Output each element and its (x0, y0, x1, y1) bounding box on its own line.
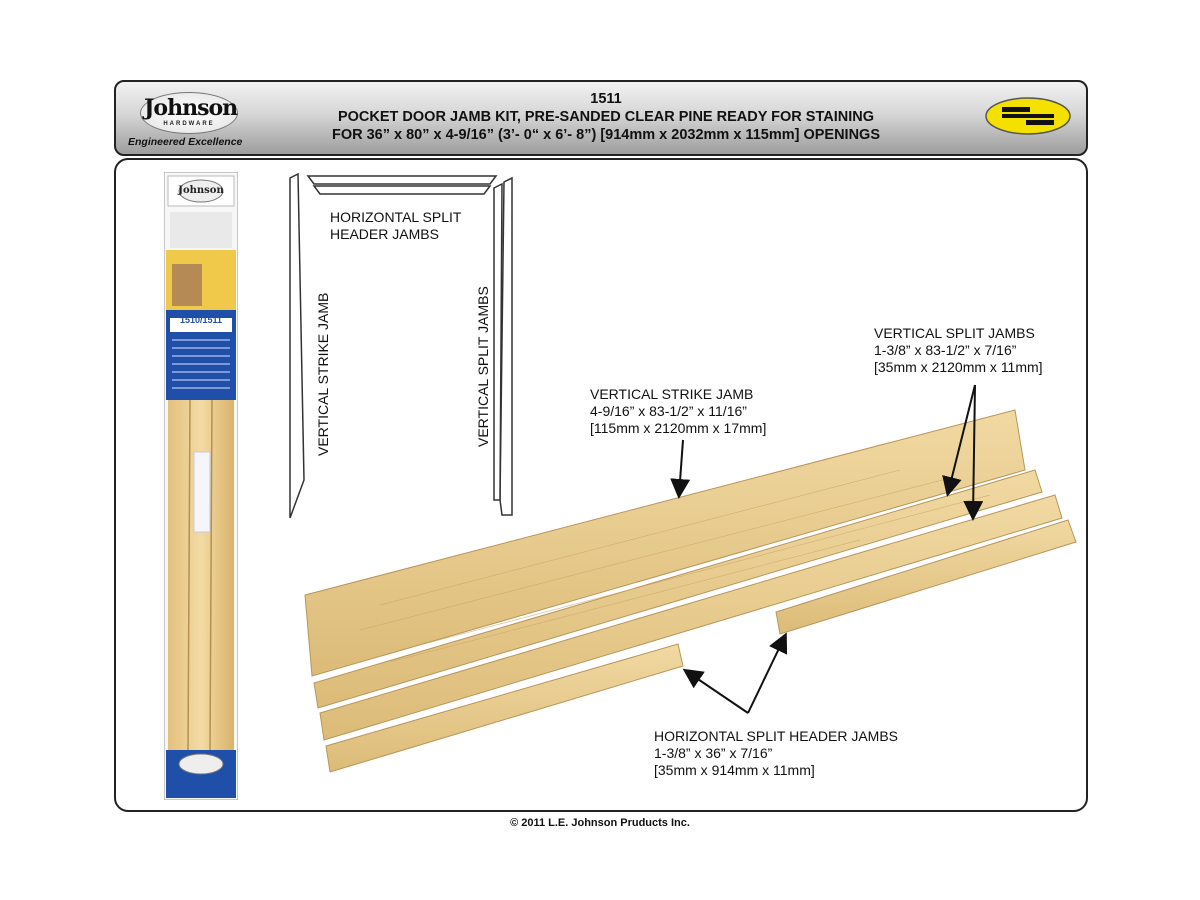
callout-split-name: VERTICAL SPLIT JAMBS (874, 325, 1035, 341)
diagram-header-label-line1: HORIZONTAL SPLIT (330, 209, 462, 225)
package-brand-label: Johnson (178, 185, 224, 196)
header-bar: Johnson HARDWARE Engineered Excellence 1… (114, 80, 1088, 156)
callout-split-jambs: VERTICAL SPLIT JAMBS 1-3/8” x 83-1/2” x … (874, 325, 1043, 376)
logo-subtext: HARDWARE (163, 121, 215, 127)
product-package-image (164, 172, 238, 800)
model-number: 1511 (590, 91, 622, 107)
product-title: POCKET DOOR JAMB KIT, PRE-SANDED CLEAR P… (337, 109, 874, 125)
diagram-header-label-line2: HEADER JAMBS (330, 226, 439, 242)
callout-strike-name: VERTICAL STRIKE JAMB (590, 386, 754, 402)
callout-split-size-in: 1-3/8” x 83-1/2” x 7/16” (874, 342, 1017, 358)
callout-split-size-mm: [35mm x 2120mm x 11mm] (874, 359, 1043, 375)
callout-strike-jamb: VERTICAL STRIKE JAMB 4-9/16” x 83-1/2” x… (590, 386, 766, 437)
title-block: 1511 POCKET DOOR JAMB KIT, PRE-SANDED CL… (276, 90, 936, 144)
callout-header-size-in: 1-3/8” x 36” x 7/16” (654, 745, 773, 761)
product-subtitle: FOR 36” x 80” x 4-9/16” (3’- 0“ x 6’- 8”… (331, 127, 881, 143)
johnson-logo: Johnson HARDWARE Engineered Excellence (126, 88, 248, 150)
callout-strike-size-mm: [115mm x 2120mm x 17mm] (590, 420, 767, 436)
jamb-frame-diagram (289, 172, 513, 519)
callout-header-size-mm: [35mm x 914mm x 11mm] (654, 762, 815, 778)
package-model-label: 1510/1511 (179, 315, 223, 325)
callout-header-name: HORIZONTAL SPLIT HEADER JAMBS (654, 728, 899, 744)
logo-oval (140, 92, 238, 134)
jamb-boards-illustration (304, 409, 1077, 773)
logo-tagline: Engineered Excellence (128, 136, 243, 148)
callout-strike-size-in: 4-9/16” x 83-1/2” x 11/16” (590, 403, 747, 419)
logo-wordmark: Johnson (144, 95, 238, 121)
copyright-footer: © 2011 L.E. Johnson Pruducts Inc. (510, 817, 690, 829)
callout-header-jambs: HORIZONTAL SPLIT HEADER JAMBS 1-3/8” x 3… (654, 728, 898, 779)
pocket-door-badge-icon (985, 97, 1071, 135)
diagram-header-label: HORIZONTAL SPLIT HEADER JAMBS (330, 209, 461, 243)
